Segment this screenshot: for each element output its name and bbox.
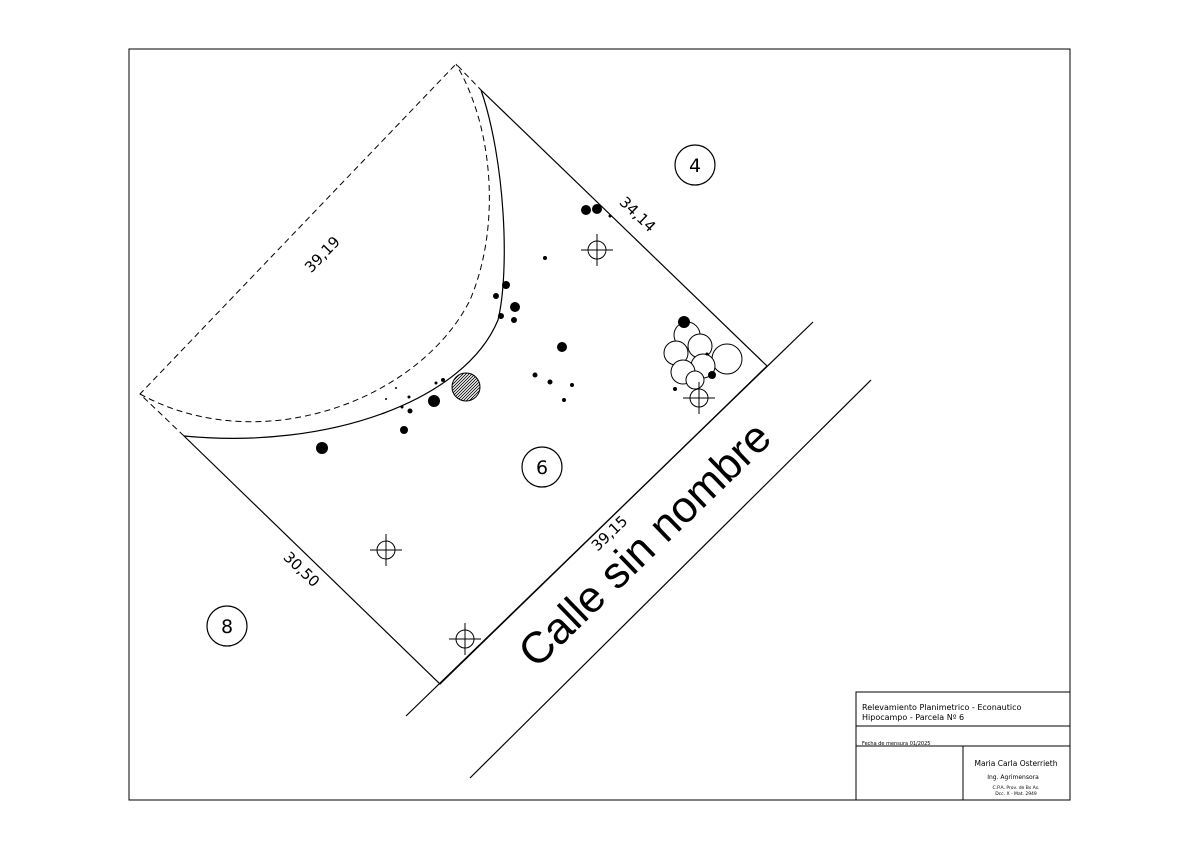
vegetation-dots: [673, 316, 716, 391]
title-line-2: Hipocampo - Parcela Nº 6: [862, 713, 964, 722]
tree-dot: [502, 281, 510, 289]
lot-6-circle: [521, 446, 563, 488]
tree-dot: [441, 378, 445, 382]
tree-dot: [562, 398, 566, 402]
tree-dot: [608, 214, 612, 218]
tree-dot: [510, 302, 520, 312]
tree-markers: [316, 204, 612, 454]
tree-dot: [395, 387, 397, 389]
tree-dot: [498, 313, 504, 319]
tree-dot: [385, 398, 387, 400]
dimension-south-west: 30,50: [280, 548, 323, 591]
lot-8-label: 8: [221, 616, 233, 638]
lot-8-circle: [206, 605, 248, 647]
dashed-arc: [139, 63, 490, 423]
title-line-1: Relevamiento Planimetrico - Econautico: [862, 703, 1022, 712]
lot-4-circle: [674, 144, 716, 186]
drawing-frame: [128, 48, 1071, 801]
surveyor-title: Ing. Agrimensora: [987, 774, 1039, 781]
crosshair-marker: [449, 623, 481, 655]
surveyor-name: Maria Carla Osterrieth: [975, 759, 1058, 768]
dashed-original-boundary: [139, 63, 482, 437]
registration-line-2: Dcc. X - Mat. 2949: [995, 791, 1037, 797]
tree-dot: [316, 442, 328, 454]
crosshair-marker: [683, 382, 715, 414]
crosshair-marker: [581, 234, 613, 266]
hatched-tank: [451, 372, 481, 402]
tree-dot: [547, 379, 553, 385]
parcel-boundary: [183, 89, 768, 685]
tree-dot: [592, 204, 602, 214]
lot-4-label: 4: [689, 155, 701, 177]
tree-dot: [434, 381, 438, 385]
shore-curve: [183, 89, 505, 439]
tree-dot: [407, 395, 411, 399]
tree-dot: [428, 395, 440, 407]
survey-date: Fecha de mensura 01/2025: [862, 741, 930, 747]
tree-dot: [570, 383, 574, 387]
tree-dot: [400, 405, 404, 409]
survey-markers: [370, 234, 715, 655]
tree-dot: [400, 426, 408, 434]
tree-dot: [532, 372, 538, 378]
crosshair-marker: [370, 534, 402, 566]
dimension-north-west: 39,19: [301, 233, 344, 276]
tree-dot: [407, 408, 413, 414]
tree-dot: [511, 317, 517, 323]
tree-dot: [493, 293, 499, 299]
tree-dot: [543, 256, 547, 260]
street-far-edge-line: [469, 379, 872, 779]
title-block: Relevamiento Planimetrico - Econautico H…: [855, 691, 1071, 801]
lot-6-label: 6: [536, 457, 548, 479]
vegetation-clump: [663, 321, 743, 390]
registration-line-1: C.P.A. Prov. de Bs As.: [993, 785, 1040, 791]
tree-dot: [581, 205, 591, 215]
tree-dot: [557, 342, 567, 352]
dimension-north-east: 34,14: [616, 193, 659, 236]
